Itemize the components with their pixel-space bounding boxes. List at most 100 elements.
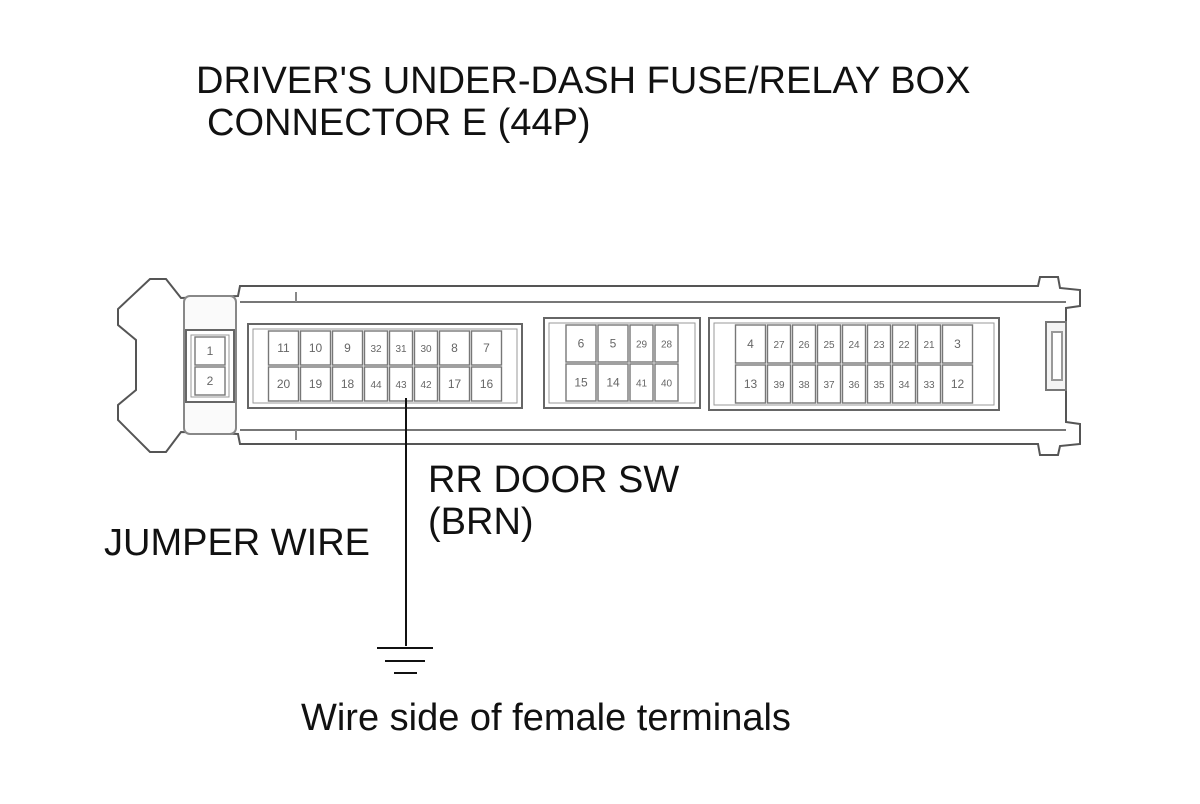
terminal-number: 37	[823, 380, 835, 391]
cavity-a-inner	[252, 328, 518, 404]
terminal-cell	[299, 366, 332, 402]
terminal-cell	[916, 324, 942, 364]
terminal-number: 2	[207, 374, 214, 388]
terminal-cell	[891, 364, 917, 404]
terminal-number: 7	[483, 341, 490, 355]
ground-symbol-icon	[377, 647, 433, 674]
terminal-cell	[841, 364, 867, 404]
terminal-number: 20	[277, 377, 291, 391]
terminal-number: 25	[823, 340, 835, 351]
terminal-cell	[916, 364, 942, 404]
terminal-cell	[363, 366, 389, 402]
terminal-number: 23	[873, 340, 885, 351]
terminal-number: 1	[207, 344, 214, 358]
terminal-number: 34	[898, 380, 910, 391]
terminal-cell	[734, 364, 767, 404]
terminal-cell	[766, 324, 792, 364]
terminal-cell	[866, 324, 892, 364]
terminal-cell	[438, 366, 471, 402]
terminal-number: 36	[848, 380, 860, 391]
right-latch-inner	[1051, 331, 1063, 381]
terminal-cell	[597, 324, 629, 363]
terminal-number: 18	[341, 377, 355, 391]
terminal-cell	[866, 364, 892, 404]
terminal-cell	[891, 324, 917, 364]
terminal-cell	[413, 330, 439, 366]
terminal-cell	[331, 366, 364, 402]
terminal-number: 16	[480, 377, 494, 391]
terminal-number: 38	[798, 380, 810, 391]
terminal-number: 44	[370, 380, 382, 391]
terminal-cell	[267, 366, 300, 402]
terminal-cell	[470, 366, 503, 402]
terminal-number: 24	[848, 340, 860, 351]
terminal-cell	[791, 324, 817, 364]
signal-label: RR DOOR SW	[428, 459, 680, 501]
terminal-cell	[565, 324, 597, 363]
terminal-number: 29	[636, 340, 648, 351]
terminal-cell	[267, 330, 300, 366]
terminal-cell	[413, 366, 439, 402]
terminal-number: 26	[798, 340, 810, 351]
terminal-cell	[816, 324, 842, 364]
cavity-b-inner	[548, 322, 696, 404]
terminal-number: 21	[923, 340, 935, 351]
terminal-number: 41	[636, 379, 648, 390]
terminal-cell	[363, 330, 389, 366]
cavity-c-inner	[713, 322, 995, 406]
terminal-cell	[194, 336, 226, 366]
terminal-cell	[331, 330, 364, 366]
terminal-cell	[766, 364, 792, 404]
wire-color-label: (BRN)	[428, 501, 534, 543]
terminal-cell	[438, 330, 471, 366]
terminal-number: 19	[309, 377, 323, 391]
terminal-cell	[734, 324, 767, 364]
left-cavity-inner	[190, 334, 230, 398]
terminal-number: 28	[661, 340, 673, 351]
terminal-cell	[941, 364, 974, 404]
terminal-number: 11	[277, 341, 290, 355]
terminal-number: 39	[773, 380, 785, 391]
terminal-cell	[299, 330, 332, 366]
terminal-cell	[941, 324, 974, 364]
terminal-number: 15	[574, 376, 588, 390]
terminal-number: 40	[661, 379, 673, 390]
terminal-cell	[629, 324, 654, 363]
jumper-wire-label: JUMPER WIRE	[104, 522, 370, 564]
terminal-number: 31	[395, 344, 407, 355]
diagram-title-line1: DRIVER'S UNDER-DASH FUSE/RELAY BOX	[196, 60, 971, 102]
terminal-cell	[194, 366, 226, 396]
terminal-cell	[629, 363, 654, 402]
terminal-number: 30	[420, 344, 432, 355]
terminal-number: 8	[451, 341, 458, 355]
terminal-number: 3	[954, 337, 961, 351]
terminal-cell	[388, 366, 414, 402]
terminal-cell	[388, 330, 414, 366]
terminal-number: 35	[873, 380, 885, 391]
terminal-number: 42	[420, 380, 432, 391]
terminal-number: 5	[610, 337, 617, 351]
terminal-number: 43	[395, 380, 407, 391]
terminal-number: 22	[898, 340, 910, 351]
terminal-cell	[597, 363, 629, 402]
terminal-cell	[841, 324, 867, 364]
terminal-number: 33	[923, 380, 935, 391]
terminal-number: 6	[578, 337, 585, 351]
terminal-number: 9	[344, 341, 351, 355]
terminal-number: 13	[744, 377, 758, 391]
terminal-number: 10	[309, 341, 323, 355]
jumper-wire-group	[377, 398, 433, 674]
terminal-number: 14	[606, 376, 620, 390]
housing-outline	[117, 276, 1081, 456]
terminal-cell	[816, 364, 842, 404]
terminal-number: 4	[747, 337, 754, 351]
terminal-number: 27	[773, 340, 785, 351]
terminal-cell	[565, 363, 597, 402]
terminal-number: 12	[951, 377, 965, 391]
terminal-number: 32	[370, 344, 382, 355]
terminal-cell	[654, 363, 679, 402]
terminal-cell	[470, 330, 503, 366]
terminal-cell	[654, 324, 679, 363]
